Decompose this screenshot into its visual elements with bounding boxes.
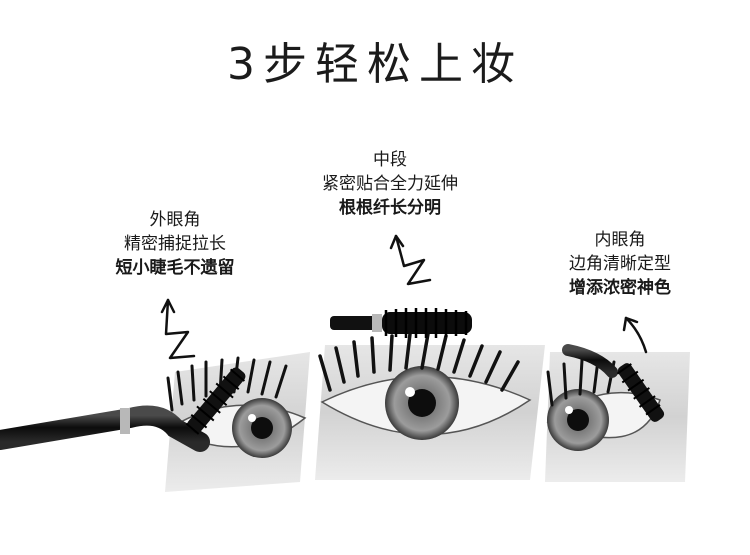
mascara-wand-middle [330,308,472,338]
mascara-wand-outer [0,367,246,452]
step-description: 精密捕捉拉长 [124,234,226,254]
step-area-label: 内眼角 [594,230,646,250]
step-description: 紧密贴合全力延伸 [322,174,458,194]
step-highlight: 增添浓密神色 [569,278,671,298]
step-highlight: 短小睫毛不遗留 [115,258,235,278]
step-area-label: 中段 [373,150,407,170]
eye-panel-inner [545,352,690,482]
step-area-label: 外眼角 [149,210,201,230]
eye-panel-middle [315,332,545,480]
mascara-wand-inner [562,344,665,422]
zigzag-arrow-icon-outer [160,298,196,360]
curved-arrow-icon-inner [622,316,648,354]
zigzag-arrow-icon-middle [389,234,432,286]
step-caption-outer-corner: 外眼角 精密捕捉拉长 短小睫毛不遗留 [60,208,290,280]
step-caption-middle: 中段 紧密贴合全力延伸 根根纤长分明 [280,148,500,220]
step-description: 边角清晰定型 [569,254,671,274]
step-highlight: 根根纤长分明 [339,198,441,218]
page-title: 3步轻松上妆 [227,39,523,90]
step-caption-inner-corner: 内眼角 边角清晰定型 增添浓密神色 [510,228,730,300]
